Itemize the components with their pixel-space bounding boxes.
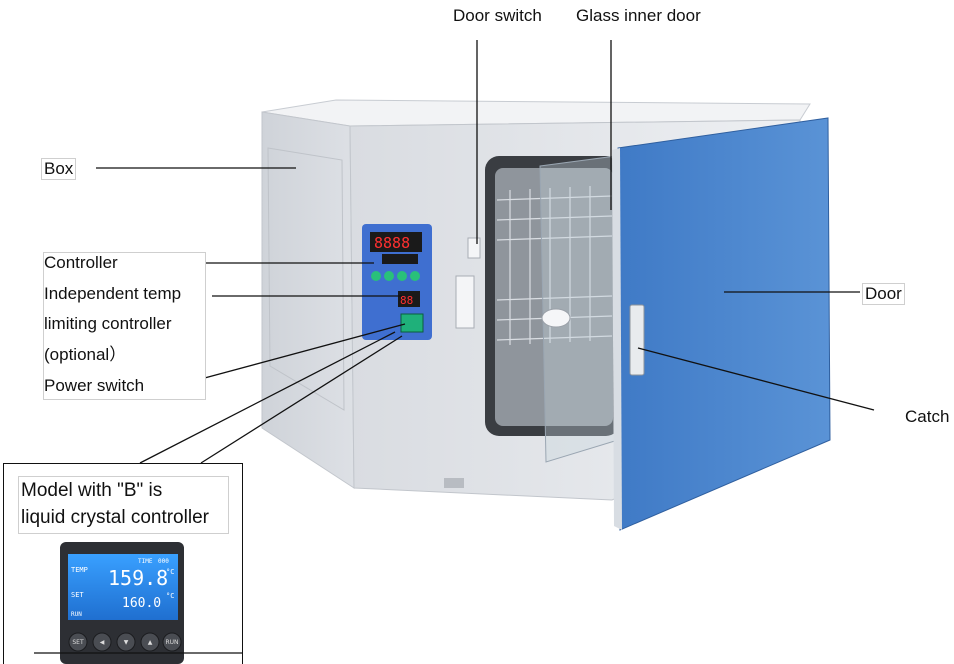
leader-inset-b <box>200 335 403 464</box>
door-switch <box>467 237 481 259</box>
lcd-buttons: SET ◀ ▼ ▲ RUN <box>68 632 182 652</box>
inset-caption-line1: Model with "B" is <box>21 480 163 501</box>
lcd-button-run: RUN <box>165 639 178 646</box>
label-controller: Controller <box>44 253 118 272</box>
lcd-temp-unit: °C <box>166 568 174 576</box>
label-temp-limit-line3: (optional） <box>44 345 127 364</box>
lcd-button-left: ◀ <box>100 639 105 646</box>
lcd-set-label: SET <box>71 591 84 599</box>
controller-display-2 <box>382 254 418 264</box>
label-door: Door <box>862 283 905 305</box>
leader-catch <box>637 347 875 411</box>
lcd-button-set: SET <box>72 639 84 646</box>
controller-digits: 8888 <box>374 234 410 252</box>
controller-keys <box>371 271 420 281</box>
door-catch <box>629 304 645 376</box>
lcd-screen <box>68 554 178 620</box>
label-temp-limit-line1: Independent temp <box>44 284 182 303</box>
outer-door <box>617 117 831 531</box>
lcd-run-label: RUN <box>71 611 82 618</box>
chamber-interior <box>495 168 613 426</box>
lcd-set-unit: °C <box>166 592 174 600</box>
lcd-readout: TIME 000 TEMP 159.8 °C SET 160.0 °C RUN <box>71 558 174 618</box>
control-panel <box>362 224 432 340</box>
controller-display <box>370 232 422 252</box>
outer-door-edge <box>612 148 622 530</box>
lcd-time-value: 000 <box>158 558 169 565</box>
shelf-racks <box>496 186 613 345</box>
label-door-switch: Door switch <box>453 6 542 25</box>
inset-caption-line2: liquid crystal controller <box>21 507 209 528</box>
temp-limit-display <box>398 291 420 307</box>
lcd-button-up: ▲ <box>148 639 153 646</box>
lcd-temp-value: 159.8 <box>108 566 168 590</box>
lcd-controller-inset: Model with "B" is liquid crystal control… <box>3 463 243 664</box>
lcd-controller-figure: TIME 000 TEMP 159.8 °C SET 160.0 °C RUN … <box>34 542 242 664</box>
cabinet-side-panel <box>267 147 345 411</box>
label-box: Box <box>41 158 77 180</box>
lcd-set-value: 160.0 <box>122 596 161 611</box>
controller-label-group: Controller Independent temp limiting con… <box>43 252 206 400</box>
lcd-time-label: TIME <box>138 558 153 565</box>
door-latch <box>455 275 475 329</box>
label-catch: Catch <box>905 407 950 426</box>
glass-door-knob <box>541 308 571 328</box>
lcd-temp-label: TEMP <box>71 566 88 574</box>
svg-text:88: 88 <box>400 294 413 307</box>
label-power-switch: Power switch <box>44 376 145 395</box>
power-switch <box>400 313 424 333</box>
label-temp-limit-line2: limiting controller <box>44 314 172 333</box>
cabinet-foot <box>444 478 464 488</box>
lcd-button-down: ▼ <box>124 639 129 646</box>
inset-caption: Model with "B" is liquid crystal control… <box>18 476 229 534</box>
leader-inset-a <box>139 331 396 464</box>
label-glass-inner-door: Glass inner door <box>576 6 701 25</box>
